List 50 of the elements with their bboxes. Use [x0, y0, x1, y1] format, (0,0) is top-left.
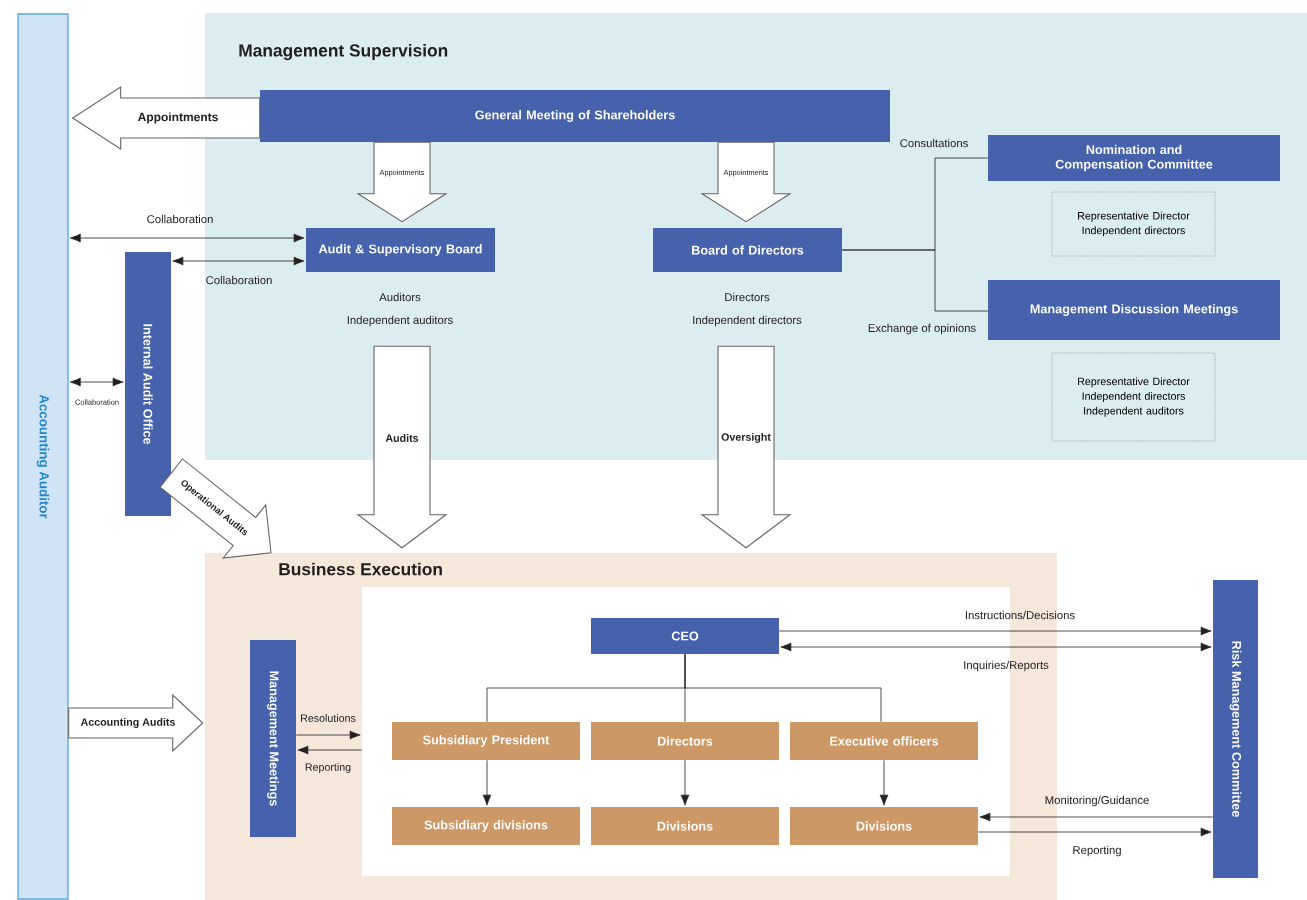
block-arrow — [356, 345, 448, 549]
vertical-box: Accounting Auditor — [17, 13, 69, 900]
member-label: Auditors — [379, 292, 421, 302]
process-box: Divisions — [591, 807, 779, 845]
arrow — [977, 827, 1212, 837]
edge-label: Collaboration — [147, 214, 213, 224]
edge-label: Resolutions — [301, 714, 356, 722]
process-box: Subsidiary President — [392, 722, 580, 760]
member-label: Independent auditors — [347, 315, 453, 327]
process-box: Nomination and Compensation Committee — [988, 135, 1280, 181]
edge-label: Audits — [384, 432, 420, 444]
edge-label: Appointments — [136, 111, 220, 125]
arrow — [295, 730, 361, 740]
process-box: Audit & Supervisory Board — [306, 228, 495, 272]
member-label: Directors — [725, 292, 770, 302]
member-label: Independent directors — [693, 315, 802, 327]
edge-label: Collaboration — [206, 275, 272, 285]
process-box: General Meeting of Shareholders — [260, 90, 890, 142]
arrow — [482, 759, 492, 806]
edge-label: Reporting — [1073, 845, 1121, 857]
process-box: Board of Directors — [653, 228, 842, 272]
member-list-box: Representative Director Independent directors Independent auditors — [1051, 352, 1216, 442]
arrow — [69, 233, 305, 243]
arrow — [879, 759, 889, 806]
vertical-box: Management Meetings — [250, 640, 296, 837]
arrow — [69, 377, 124, 387]
arrow — [979, 812, 1214, 822]
edge-label: Exchange of opinions — [868, 323, 976, 335]
block-arrow — [356, 141, 448, 223]
block-arrow — [700, 141, 792, 223]
edge-label: Monitoring/Guidance — [1045, 795, 1149, 807]
arrow — [297, 745, 363, 755]
member-list-box: Representative Director Independent directors — [1051, 191, 1216, 257]
process-box: Divisions — [790, 807, 978, 845]
edge-label: Inquiries/Reports — [964, 660, 1049, 672]
process-box: Management Discussion Meetings — [988, 280, 1280, 340]
vertical-box: Risk Management Committee — [1213, 580, 1258, 878]
arrow — [172, 256, 305, 266]
arrow — [680, 759, 690, 806]
edge-label: Consultations — [900, 138, 968, 148]
process-box: CEO — [591, 618, 779, 654]
process-box: Executive officers — [790, 722, 978, 760]
process-box: Subsidiary divisions — [392, 807, 580, 845]
edge-label: Instructions/Decisions — [965, 610, 1075, 620]
process-box: Directors — [591, 722, 779, 760]
vertical-box: Internal Audit Office — [125, 252, 171, 516]
arrow — [778, 626, 1212, 636]
arrow — [780, 642, 1212, 652]
edge-label: Reporting — [305, 763, 351, 773]
block-arrow — [700, 345, 792, 549]
